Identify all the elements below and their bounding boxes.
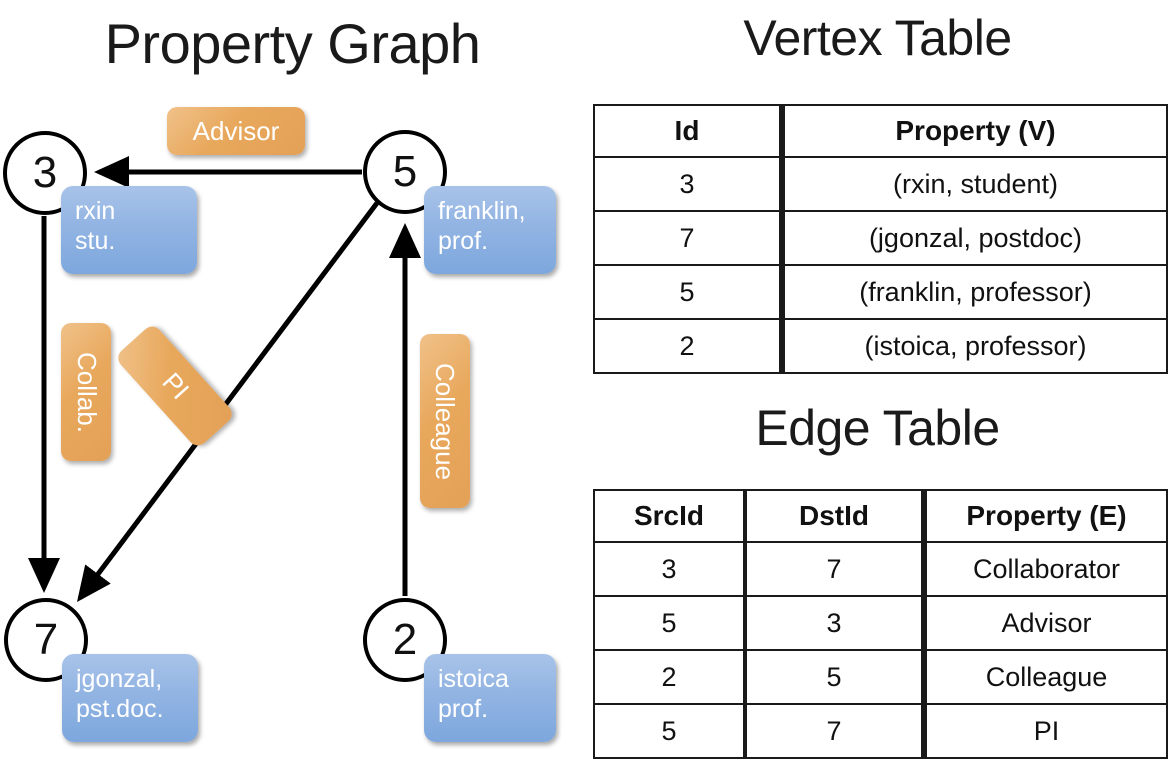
graph-node-3-label: 3 xyxy=(32,148,58,197)
vertex-table-cell-id: 5 xyxy=(593,266,781,320)
edge-table-cell-property: Collaborator xyxy=(923,543,1168,597)
node-property-line-1: rxin xyxy=(75,197,116,225)
vertex-table: Id Property (V) 3 (rxin, student) 7 (jgo… xyxy=(593,104,1168,374)
edge-label-box-colleague: Colleague xyxy=(420,334,470,508)
edge-label-pi: PI xyxy=(155,366,195,405)
edge-table-cell-property: PI xyxy=(923,705,1168,759)
edge-5-to-7-pi xyxy=(76,201,379,602)
vertex-table-cell-property: (franklin, professor) xyxy=(781,266,1168,320)
node-property-box-rxin: rxin stu. xyxy=(61,186,197,274)
table-row: 5 (franklin, professor) xyxy=(593,266,1168,320)
node-property-box-franklin: franklin, prof. xyxy=(424,186,556,274)
graph-node-7-label: 7 xyxy=(33,615,59,664)
graph-edges-layer xyxy=(28,156,421,602)
table-row: 5 3 Advisor xyxy=(593,597,1168,651)
edge-table-header-property: Property (E) xyxy=(923,489,1168,543)
node-property-box-jgonzal: jgonzal, pst.doc. xyxy=(62,654,198,742)
table-row: 2 (istoica, professor) xyxy=(593,320,1168,374)
edge-label-box-collaborator: Collab. xyxy=(61,323,111,461)
vertex-table-cell-id: 3 xyxy=(593,158,781,212)
node-property-line-1: istoica xyxy=(438,665,509,693)
vertex-table-cell-id: 2 xyxy=(593,320,781,374)
vertex-table-header-property: Property (V) xyxy=(781,104,1168,158)
edge-label-colleague: Colleague xyxy=(430,362,461,480)
vertex-table-cell-property: (rxin, student) xyxy=(781,158,1168,212)
vertex-table-header-id: Id xyxy=(593,104,781,158)
edge-table-cell-property: Colleague xyxy=(923,651,1168,705)
node-property-line-2: stu. xyxy=(75,227,116,255)
table-row: 5 7 PI xyxy=(593,705,1168,759)
edge-table-header-dstid: DstId xyxy=(745,489,923,543)
edge-table-cell-srcid: 3 xyxy=(593,543,745,597)
edge-label-box-advisor: Advisor xyxy=(167,107,305,155)
page-title-property-graph: Property Graph xyxy=(104,12,481,75)
edge-label-advisor: Advisor xyxy=(192,115,280,146)
node-property-line-2: prof. xyxy=(438,227,489,255)
graph-node-2-label: 2 xyxy=(392,615,418,664)
table-row: 3 7 Collaborator xyxy=(593,543,1168,597)
graph-node-5[interactable]: 5 xyxy=(363,130,447,214)
edge-table-header-srcid: SrcId xyxy=(593,489,745,543)
edge-table-cell-dstid: 5 xyxy=(745,651,923,705)
node-property-line-2: prof. xyxy=(438,695,489,723)
node-property-line-1: jgonzal, xyxy=(76,665,163,693)
property-graph-diagram: 3 5 7 2 rxin stu. franklin, prof. jgonza… xyxy=(3,107,556,742)
vertex-table-cell-property: (istoica, professor) xyxy=(781,320,1168,374)
edge-table-cell-dstid: 3 xyxy=(745,597,923,651)
table-row: 2 5 Colleague xyxy=(593,651,1168,705)
vertex-table-cell-property: (jgonzal, postdoc) xyxy=(781,212,1168,266)
edge-label-collab: Collab. xyxy=(71,351,102,433)
edge-table: SrcId DstId Property (E) 3 7 Collaborato… xyxy=(593,489,1168,759)
table-row: 3 (rxin, student) xyxy=(593,158,1168,212)
node-property-line-1: franklin, xyxy=(438,197,526,225)
table-header-row: Id Property (V) xyxy=(593,104,1168,158)
graph-node-5-label: 5 xyxy=(392,147,418,196)
node-property-line-2: pst.doc. xyxy=(76,695,164,723)
edge-table-cell-srcid: 5 xyxy=(593,597,745,651)
page-title-vertex-table: Vertex Table xyxy=(743,10,1012,66)
edge-table-cell-srcid: 2 xyxy=(593,651,745,705)
graph-node-2[interactable]: 2 xyxy=(363,598,447,682)
edge-table-cell-dstid: 7 xyxy=(745,705,923,759)
edge-table-cell-dstid: 7 xyxy=(745,543,923,597)
table-row: 7 (jgonzal, postdoc) xyxy=(593,212,1168,266)
table-header-row: SrcId DstId Property (E) xyxy=(593,489,1168,543)
node-property-box-istoica: istoica prof. xyxy=(424,654,556,742)
edge-table-cell-property: Advisor xyxy=(923,597,1168,651)
page-title-edge-table: Edge Table xyxy=(755,400,1000,456)
edge-table-cell-srcid: 5 xyxy=(593,705,745,759)
vertex-table-cell-id: 7 xyxy=(593,212,781,266)
